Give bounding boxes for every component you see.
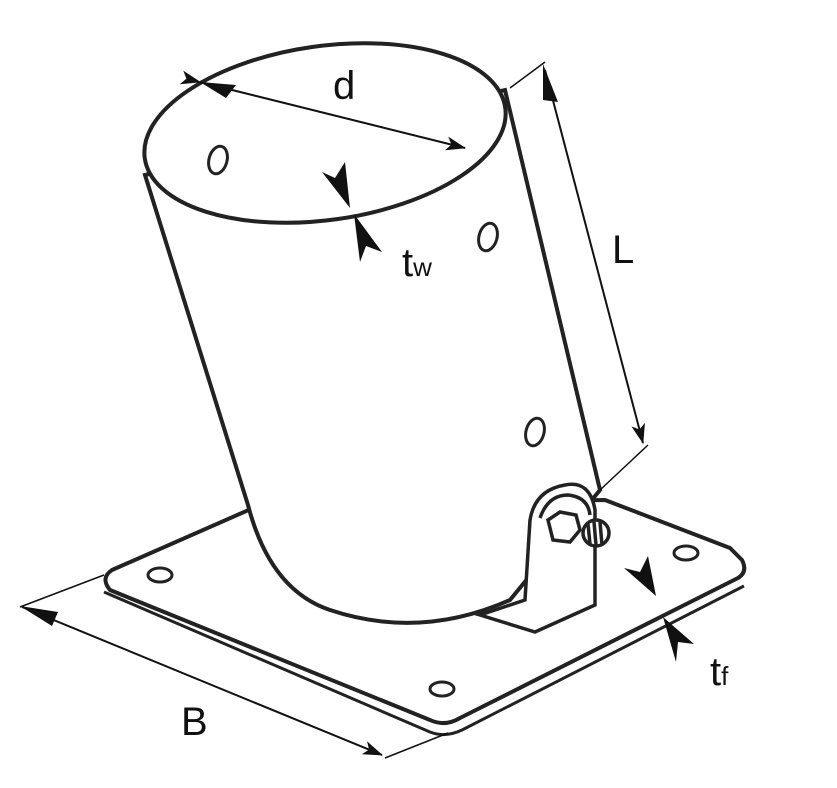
dimension-B-arrow-start (20, 606, 58, 626)
extension-line-top (509, 61, 546, 89)
base-plate-holes (146, 544, 700, 698)
dimension-d-arrow-start (200, 82, 236, 98)
extension-line-left (19, 574, 105, 608)
dimension-d-line (179, 70, 466, 151)
dimension-L-line (544, 69, 645, 444)
label-tw-main: t (402, 241, 414, 285)
hinge-bracket (474, 482, 611, 634)
dimension-L-arrow-start (543, 64, 558, 102)
tw-arrow-bottom (354, 214, 382, 262)
extension-line-right (384, 732, 449, 759)
label-B: B (181, 700, 208, 744)
label-tw: tw (402, 243, 432, 283)
label-L: L (612, 228, 635, 272)
label-tf-main: t (710, 650, 722, 694)
label-d: d (333, 64, 356, 108)
extension-line-bottom (599, 444, 649, 491)
label-tw-sub: w (413, 252, 432, 282)
tube-holes (207, 144, 546, 448)
tw-arrow-top (322, 162, 350, 208)
dimension-B-line (21, 606, 383, 756)
tf-arrow-top (624, 556, 656, 596)
label-tf: tf (710, 652, 728, 692)
label-tf-sub: f (721, 661, 729, 691)
tf-arrow-bottom (663, 617, 694, 662)
